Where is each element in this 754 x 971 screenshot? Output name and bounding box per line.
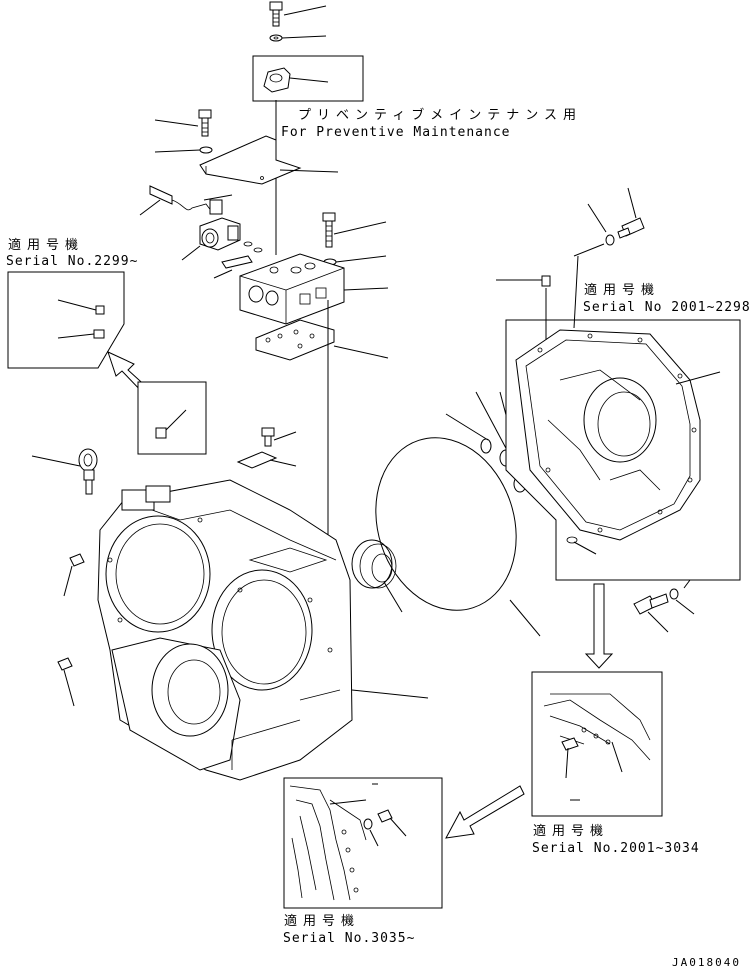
housing-bolt-bottom — [633, 593, 669, 615]
top-bolt — [269, 1, 283, 27]
serial-2001-2298-box — [505, 319, 741, 581]
large-o-ring — [375, 437, 517, 611]
serial-2001-3034-box — [531, 671, 663, 817]
side-plug-2 — [57, 657, 73, 671]
applicable-label-bottom: 適用号機 — [284, 914, 361, 929]
drawing-code: JA018040 — [672, 956, 741, 969]
callout-arrow-down — [584, 583, 614, 669]
serial-label-mid: Serial No.2001~3034 — [532, 841, 700, 856]
preventive-label-jp: プリベンティブメインテナンス用 — [298, 108, 582, 123]
serial-label-bottom: Serial No.3035~ — [283, 931, 416, 946]
cover-washer — [199, 146, 213, 154]
transmission-case — [97, 479, 353, 781]
applicable-label-left: 適用号機 — [8, 238, 85, 253]
seal-1 — [480, 438, 492, 454]
housing-washer-top — [605, 234, 615, 246]
preventive-plug-box — [252, 55, 364, 102]
cover-plate — [199, 135, 302, 185]
serial-label-left: Serial No.2299~ — [6, 254, 139, 269]
control-valve — [239, 253, 345, 325]
serial-label-right: Serial No 2001~2298 — [583, 300, 751, 315]
small-cover — [236, 451, 278, 469]
callout-arrow-diagonal — [445, 785, 525, 839]
top-washer — [269, 34, 283, 42]
serial-3035-box — [283, 777, 443, 909]
housing-bolt-top — [617, 217, 645, 239]
lifting-eye-bolt — [78, 448, 98, 495]
serial-2299-box — [7, 271, 125, 369]
valve-bolt — [322, 212, 336, 248]
breather-callout — [137, 381, 207, 455]
plug-bolt — [261, 427, 275, 437]
speed-sensor — [149, 185, 241, 251]
valve-gasket — [255, 319, 335, 361]
applicable-label-right: 適用号機 — [584, 283, 661, 298]
preventive-label-en: For Preventive Maintenance — [281, 125, 511, 140]
housing-washer-bottom — [669, 588, 679, 600]
applicable-label-mid: 適用号機 — [533, 824, 610, 839]
sensor-gasket — [221, 255, 253, 269]
side-plug-1 — [69, 553, 85, 567]
cover-bolt — [198, 109, 212, 137]
housing-plug — [541, 275, 551, 287]
